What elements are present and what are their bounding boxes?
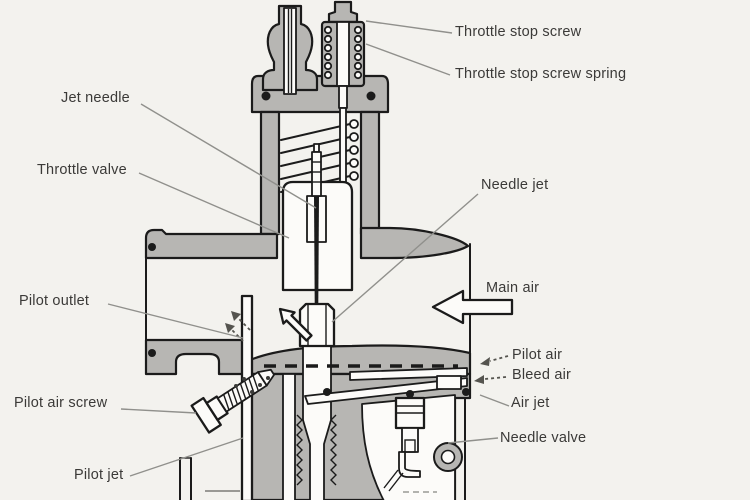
leader-pilot-air-screw <box>120 408 197 414</box>
label-pilot-outlet: Pilot outlet <box>19 293 90 309</box>
air-jet-part <box>436 375 462 390</box>
float-bowl-body <box>240 294 472 500</box>
label-throttle-valve: Throttle valve <box>37 162 127 178</box>
throttle-stop-screw-part <box>320 0 366 109</box>
label-jet-needle: Jet needle <box>61 90 130 106</box>
leader-throttle-stop-screw <box>365 20 453 34</box>
label-air-jet: Air jet <box>511 395 550 411</box>
fuel-spray-arrow <box>278 307 313 342</box>
leader-pilot-outlet <box>107 303 244 339</box>
label-pilot-air-screw: Pilot air screw <box>14 395 108 411</box>
throttle-stop-screw-spring-part <box>323 25 363 80</box>
pilot-air-screw-part <box>190 368 275 434</box>
leader-throttle-stop-screw-spring <box>365 43 451 76</box>
leader-lines <box>107 20 510 477</box>
leader-needle-jet <box>331 193 479 323</box>
pilot-air-arrow <box>480 355 509 366</box>
leader-pilot-jet <box>129 437 244 477</box>
bleed-air-arrow <box>474 375 507 384</box>
label-main-air: Main air <box>486 280 540 296</box>
label-bleed-air: Bleed air <box>512 367 572 383</box>
leader-throttle-valve <box>138 172 290 239</box>
main-air-arrow <box>431 289 514 325</box>
label-pilot-air: Pilot air <box>512 347 563 363</box>
label-needle-valve: Needle valve <box>500 430 587 446</box>
label-pilot-jet: Pilot jet <box>74 467 124 483</box>
leader-jet-needle <box>140 103 317 209</box>
pilot-spray-arrows <box>225 311 251 342</box>
overflow-tube <box>179 457 437 500</box>
label-throttle-stop-screw: Throttle stop screw <box>455 24 582 40</box>
label-needle-jet: Needle jet <box>481 177 549 193</box>
leader-air-jet <box>479 394 510 407</box>
label-throttle-stop-screw-spring: Throttle stop screw spring <box>455 66 627 82</box>
leader-needle-valve <box>447 437 499 444</box>
needle-valve-part <box>383 390 463 492</box>
cable-adjuster <box>261 4 319 95</box>
pilot-screw-spring-dots <box>234 376 270 394</box>
